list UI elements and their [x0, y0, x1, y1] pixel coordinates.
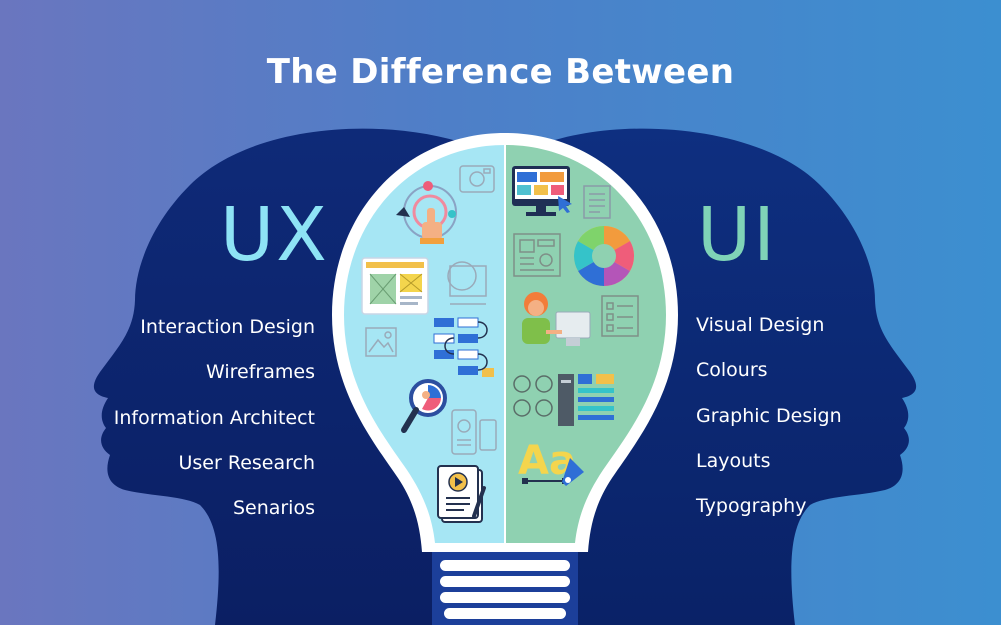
ux-topic-item: User Research: [178, 451, 316, 474]
magnifier-chart-icon: [401, 379, 447, 433]
typography-pen-icon: Aa: [518, 438, 584, 486]
ui-topic-item: Visual Design: [696, 314, 825, 336]
checklist-icon: [601, 295, 639, 337]
ui-topic-item: Colours: [696, 359, 768, 382]
ux-topic-item: Wireframes: [206, 361, 315, 384]
ui-topic-list: Visual Design Colours Graphic Design Lay…: [696, 303, 842, 529]
wireframe-card-icon: [361, 257, 429, 315]
bulb-base: [432, 552, 578, 625]
ui-topic-item: Graphic Design: [696, 404, 842, 427]
ux-heading: UX: [220, 192, 329, 278]
ui-topic-item: Typography: [696, 495, 807, 518]
target-hand-icon: [396, 181, 457, 244]
color-wheel-icon: [573, 226, 635, 286]
ux-topic-item: Information Architect: [113, 406, 315, 429]
crop-frame-icon: [447, 261, 487, 305]
page-title: The Difference Between: [266, 52, 735, 92]
image-placeholder-icon: [365, 327, 397, 357]
layout-sketch-icon: [513, 233, 561, 277]
ux-topic-item: Senarios: [232, 497, 315, 520]
flowchart-icon: [433, 317, 494, 377]
ui-topic-item: Layouts: [696, 449, 771, 472]
document-video-icon: [437, 465, 486, 523]
mockup-panels-icon: [513, 374, 614, 426]
document-lines-icon: [583, 185, 611, 219]
designer-person-icon: [522, 292, 591, 346]
camera-sketch-icon: [459, 165, 495, 193]
monitor-ui-icon: [512, 166, 572, 216]
mobile-profile-icon: [451, 409, 497, 455]
ui-heading: UI: [697, 192, 777, 278]
ux-topic-list: Interaction Design Wireframes Informatio…: [114, 305, 315, 531]
ux-topic-item: Interaction Design: [140, 316, 315, 338]
bulb-left-half: [344, 145, 505, 543]
